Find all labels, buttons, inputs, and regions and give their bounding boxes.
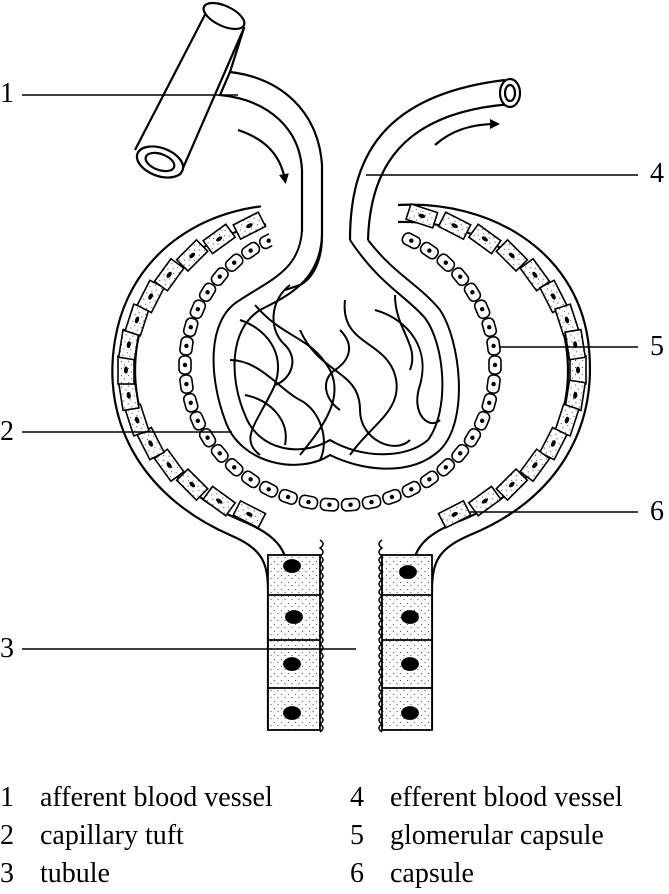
cell-nucleus: [248, 477, 253, 482]
cell-nucleus: [232, 465, 237, 470]
cell-nucleus: [550, 440, 556, 447]
cell-nucleus: [266, 238, 271, 243]
cell-nucleus: [216, 498, 223, 504]
capsule-epithelium: [117, 202, 587, 529]
cell-nucleus: [487, 325, 492, 330]
cell-nucleus: [491, 381, 496, 387]
cell-nucleus: [443, 260, 448, 265]
cell-nucleus: [479, 307, 485, 312]
callout-2: 2: [0, 416, 14, 447]
leader-lines: [22, 94, 638, 650]
cell-nucleus: [205, 435, 210, 440]
cell-nucleus: [205, 290, 210, 295]
cell-nucleus: [327, 502, 332, 507]
cell-nucleus: [184, 381, 189, 387]
cell-nucleus: [306, 499, 311, 505]
cell-nucleus: [389, 494, 395, 500]
cell-nucleus: [418, 213, 426, 219]
cell-nucleus: [564, 416, 570, 424]
cell-nucleus: [532, 271, 538, 278]
cell-nucleus: [409, 238, 414, 243]
cell-nucleus: [508, 252, 515, 259]
cell-nucleus: [216, 236, 223, 242]
cell-nucleus: [189, 481, 196, 488]
cell-nucleus: [285, 494, 291, 500]
cell-nucleus: [348, 502, 353, 507]
efferent-blood-vessel: [348, 77, 522, 241]
cell-nucleus: [369, 499, 374, 505]
cell-nucleus: [134, 416, 140, 424]
cell-nucleus: [481, 498, 488, 504]
cell-nucleus: [470, 435, 475, 440]
legend-text: capsule: [390, 858, 474, 889]
cell-nucleus: [248, 248, 253, 253]
cell-nucleus: [217, 274, 222, 279]
cell-nucleus: [246, 223, 253, 229]
cell-nucleus: [573, 391, 578, 399]
glomerular-capsule: [178, 232, 502, 512]
cell-nucleus: [195, 418, 201, 423]
cell-nucleus: [195, 307, 201, 312]
cell-nucleus: [508, 481, 515, 488]
afferent-blood-vessel: [134, 1, 324, 292]
callout-3: 3: [0, 633, 14, 664]
cell-nucleus: [188, 400, 193, 405]
callout-4: 4: [650, 158, 664, 189]
cell-nucleus: [427, 477, 432, 482]
legend-number: 1: [0, 782, 14, 813]
legend-text: efferent blood vessel: [390, 782, 623, 813]
cell-nucleus: [487, 400, 492, 405]
legend-number: 2: [0, 820, 14, 851]
legend-number: 6: [350, 858, 364, 889]
legend-number: 3: [0, 858, 14, 889]
cell-nucleus: [166, 271, 172, 278]
cell-nucleus: [470, 290, 475, 295]
cell-nucleus: [188, 325, 193, 330]
cell-nucleus: [166, 462, 172, 469]
legend-number: 4: [350, 782, 364, 813]
cell-nucleus: [451, 223, 458, 229]
cell-nucleus: [217, 451, 222, 456]
legend-text: tubule: [40, 858, 110, 889]
cell-nucleus: [481, 236, 488, 242]
cell-nucleus: [182, 362, 188, 368]
cell-nucleus: [576, 366, 580, 374]
cell-nucleus: [564, 316, 570, 324]
cell-nucleus: [189, 252, 196, 259]
cell-nucleus: [451, 511, 458, 517]
cell-nucleus: [126, 391, 131, 399]
cell-nucleus: [232, 260, 237, 265]
cell-nucleus: [266, 487, 271, 492]
legend-text: capillary tuft: [40, 820, 184, 851]
legend-text: glomerular capsule: [390, 820, 604, 851]
tubule: [267, 539, 433, 733]
callout-6: 6: [650, 496, 664, 527]
callout-5: 5: [650, 331, 664, 362]
cell-nucleus: [479, 418, 485, 423]
capillary-tuft: [212, 229, 460, 470]
nephron-diagram: [22, 1, 638, 733]
cell-nucleus: [427, 248, 432, 253]
cell-nucleus: [124, 366, 128, 374]
cell-nucleus: [532, 462, 538, 469]
flow-arrows: [237, 119, 500, 184]
cell-nucleus: [148, 440, 154, 447]
cell-nucleus: [148, 293, 154, 300]
cell-nucleus: [246, 511, 253, 517]
outer-capsule: [111, 203, 591, 730]
cell-nucleus: [492, 362, 498, 368]
cell-nucleus: [458, 451, 463, 456]
cell-nucleus: [491, 343, 496, 349]
cell-nucleus: [134, 316, 140, 324]
cell-nucleus: [550, 293, 556, 300]
cell-nucleus: [458, 274, 463, 279]
cell-nucleus: [184, 343, 189, 349]
callout-1: 1: [0, 78, 14, 109]
cell-nucleus: [126, 341, 131, 349]
cell-nucleus: [443, 465, 448, 470]
cell-nucleus: [409, 487, 414, 492]
legend-text: afferent blood vessel: [40, 782, 273, 813]
legend-number: 5: [350, 820, 364, 851]
